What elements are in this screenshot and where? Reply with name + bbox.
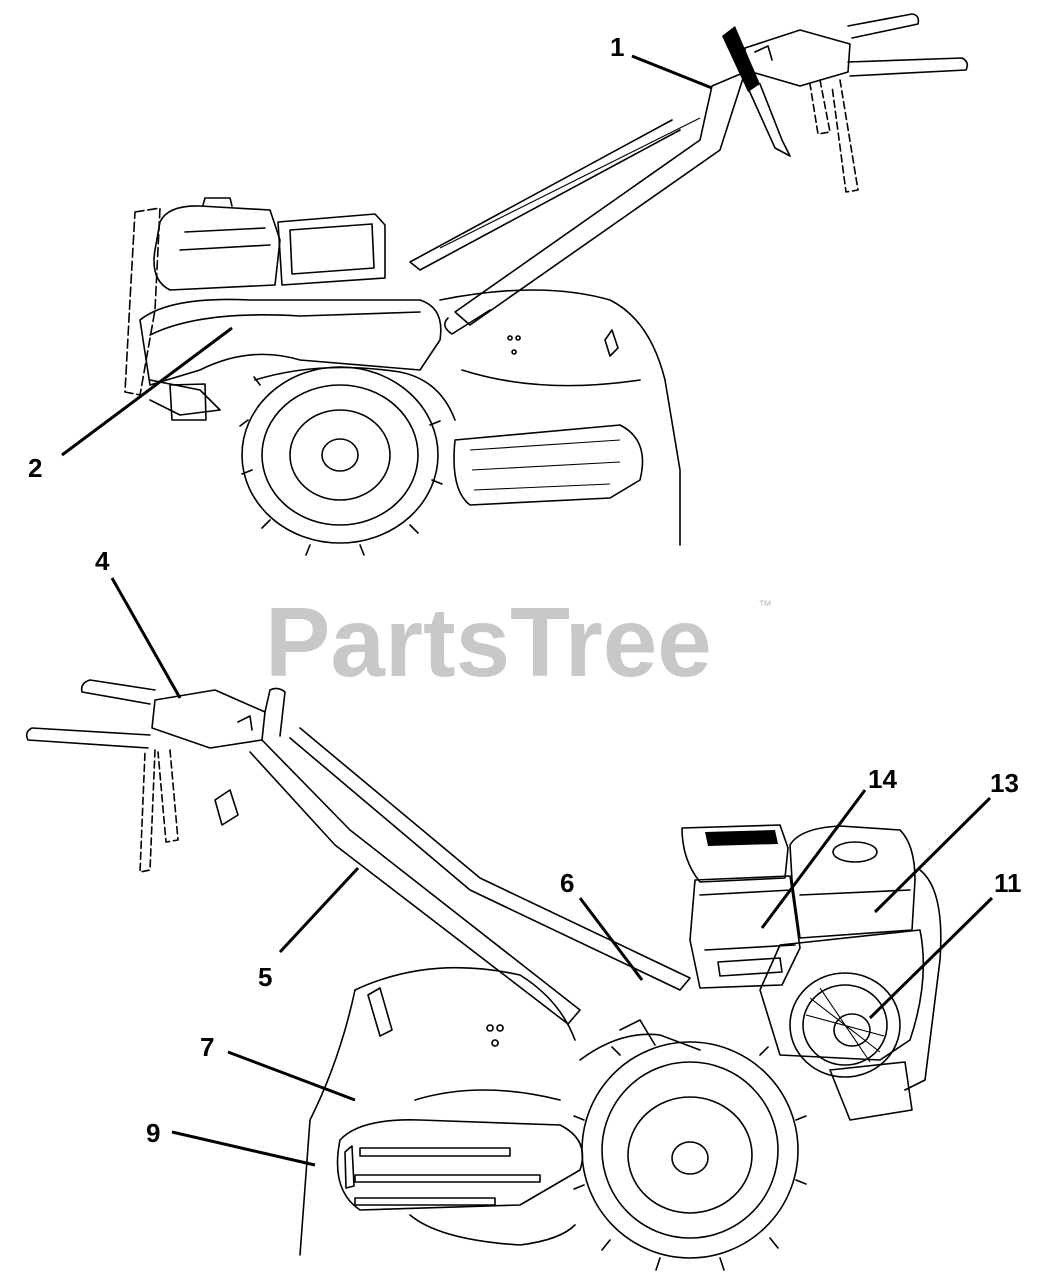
watermark-text: PartsTree <box>265 587 712 697</box>
leader-line <box>278 866 360 954</box>
leader-line <box>110 577 182 699</box>
leader-line <box>631 54 713 90</box>
callout-4: 4 <box>95 546 182 699</box>
leader-line <box>61 326 233 457</box>
callout-number: 11 <box>994 868 1022 898</box>
leader-line <box>873 796 992 914</box>
trademark-symbol: ™ <box>758 597 772 613</box>
leader-line <box>227 1050 356 1102</box>
leader-line <box>578 897 644 981</box>
leader-line <box>760 789 867 929</box>
callout-9: 9 <box>146 1118 316 1167</box>
tiller-bottom-view <box>25 679 942 1271</box>
callout-number: 4 <box>95 546 110 576</box>
callout-5: 5 <box>258 866 360 992</box>
callout-14: 14 <box>760 764 897 929</box>
callout-number: 13 <box>990 768 1019 798</box>
callout-number: 9 <box>146 1118 160 1148</box>
callout-number: 5 <box>258 962 272 992</box>
leader-line <box>868 896 994 1020</box>
tiller-top-view <box>124 13 969 556</box>
callout-number: 14 <box>868 764 897 794</box>
callout-13: 13 <box>873 768 1019 914</box>
callout-number: 1 <box>610 32 624 62</box>
callout-6: 6 <box>560 868 644 981</box>
callout-number: 2 <box>28 453 42 483</box>
watermark: PartsTree ™ <box>265 587 772 697</box>
callout-11: 11 <box>868 868 1022 1020</box>
callout-number: 6 <box>560 868 574 898</box>
callout-2: 2 <box>28 326 233 483</box>
callout-7: 7 <box>200 1032 356 1102</box>
callout-number: 7 <box>200 1032 214 1062</box>
leader-line <box>171 1130 316 1167</box>
callout-1: 1 <box>610 32 713 90</box>
